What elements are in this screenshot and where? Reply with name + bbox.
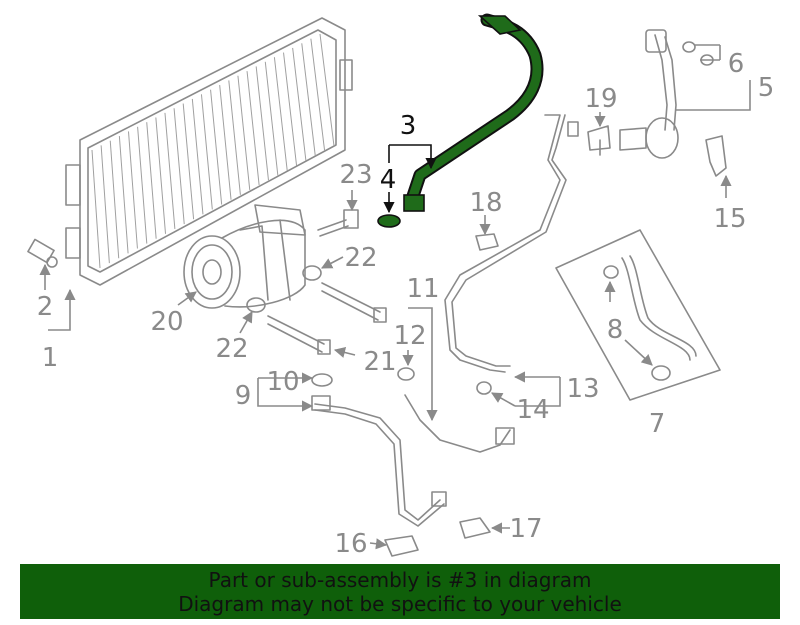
callout-13: 13 <box>566 374 599 404</box>
condenser-fin <box>100 145 110 264</box>
condenser-fin <box>191 98 204 215</box>
callout-5: 5 <box>758 73 775 103</box>
callout-8: 8 <box>607 315 624 345</box>
callout-10: 10 <box>266 367 299 397</box>
o-ring-highlighted <box>377 214 401 228</box>
condenser-fin <box>91 149 101 269</box>
inset-box <box>555 229 721 401</box>
callout-7: 7 <box>649 409 666 439</box>
suction-hose <box>619 29 679 159</box>
o-ring-14 <box>476 381 492 395</box>
callout-9: 9 <box>235 381 252 411</box>
callout-17: 17 <box>509 514 542 544</box>
condenser-fin <box>155 117 167 234</box>
condenser-fin <box>319 33 335 147</box>
discharge-line <box>311 394 515 527</box>
callout-6: 6 <box>728 49 745 79</box>
callout-22a: 22 <box>344 243 377 273</box>
callout-15: 15 <box>713 204 746 234</box>
condenser-fin <box>283 52 298 166</box>
condenser-fin <box>255 66 269 181</box>
condenser-fin <box>118 136 129 254</box>
callout-21: 21 <box>363 347 396 377</box>
bolt-long-2 <box>267 315 331 355</box>
bracket <box>705 135 727 177</box>
callout-2: 2 <box>37 292 54 322</box>
condenser-fin <box>164 112 176 230</box>
callout-22b: 22 <box>215 334 248 364</box>
condenser-fin <box>219 84 232 200</box>
bolt-long-1 <box>321 282 387 323</box>
parts-diagram: 1 2 3 4 5 6 7 8 9 10 11 12 13 14 15 16 1… <box>27 13 775 559</box>
callout-19: 19 <box>584 84 617 114</box>
callout-23: 23 <box>339 160 372 190</box>
clip-16 <box>384 535 419 557</box>
callout-1: 1 <box>42 343 59 373</box>
callout-3: 3 <box>400 111 417 141</box>
leader-lines <box>39 44 751 550</box>
condenser-fin <box>228 80 241 195</box>
condenser-fin <box>301 43 316 156</box>
callout-11: 11 <box>406 274 439 304</box>
condenser-fin <box>182 103 195 220</box>
condenser-fin <box>200 94 213 210</box>
callout-labels: 1 2 3 4 5 6 7 8 9 10 11 12 13 14 15 16 1… <box>37 49 775 559</box>
clip-17 <box>459 517 491 539</box>
o-ring-10 <box>311 373 333 387</box>
condenser-fin <box>292 47 307 161</box>
banner-line-2: Diagram may not be specific to your vehi… <box>178 592 622 616</box>
condenser-fins <box>91 33 335 269</box>
callout-12: 12 <box>393 321 426 351</box>
condenser-fin <box>264 61 279 176</box>
pressure-sensor <box>27 238 58 268</box>
bolt-upper <box>317 209 359 237</box>
condenser-fin <box>127 131 138 249</box>
condenser <box>65 17 353 286</box>
spacers <box>246 265 322 313</box>
liquid-line <box>444 114 579 373</box>
compressor <box>183 204 306 309</box>
callout-16: 16 <box>334 529 367 559</box>
condenser-fin <box>310 38 326 151</box>
condenser-fin <box>137 126 148 244</box>
condenser-fin <box>146 122 157 239</box>
condenser-fin <box>273 57 288 171</box>
condenser-fin <box>173 108 185 225</box>
sensor-18 <box>475 233 499 251</box>
banner-line-1: Part or sub-assembly is #3 in diagram <box>208 568 592 592</box>
condenser-fin <box>246 71 260 186</box>
expansion-valve <box>587 125 611 156</box>
callout-20: 20 <box>150 307 183 337</box>
condenser-fin <box>237 75 251 190</box>
callout-18: 18 <box>469 188 502 218</box>
ac-hose-highlighted <box>403 13 544 212</box>
info-banner: Part or sub-assembly is #3 in diagram Di… <box>20 564 780 619</box>
o-ring-12 <box>397 367 415 381</box>
callout-4: 4 <box>380 165 397 195</box>
condenser-fin <box>109 140 120 259</box>
callout-14: 14 <box>516 395 549 425</box>
condenser-fin <box>210 89 223 205</box>
